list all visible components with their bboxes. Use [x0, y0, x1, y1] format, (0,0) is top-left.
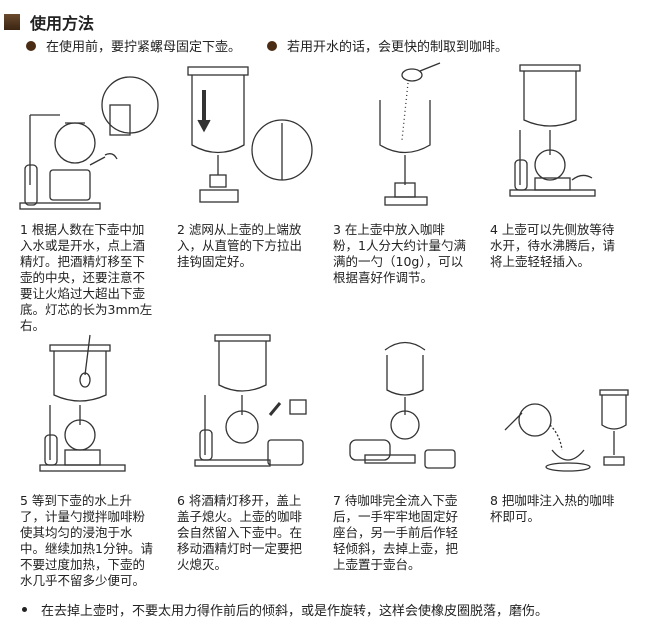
- line: 不要过度加热，下壶的: [20, 557, 146, 572]
- step6-illustration: [180, 334, 330, 485]
- line: 7 待咖啡完全流入下壶: [333, 493, 458, 508]
- step-5-text: 5 等到下壶的水上升了，计量勺搅拌咖啡粉使其均匀的浸泡于水中。继续加热1分钟。请…: [20, 493, 170, 589]
- step5-illustration: [30, 334, 180, 485]
- tip: 若用开水的话，会更快的制取到咖啡。: [267, 36, 508, 55]
- line: 杯即可。: [490, 509, 541, 524]
- line: 将上壶轻轻插入。: [490, 254, 591, 269]
- tip-text: 若用开水的话，会更快的制取到咖啡。: [287, 40, 509, 55]
- step1-illustration: [10, 65, 160, 215]
- line: 水开，待水沸腾后，请: [490, 238, 616, 253]
- line: 底。灯芯的长为3mm左: [20, 302, 153, 317]
- line: 5 等到下壶的水上升: [20, 493, 132, 508]
- line: 8 把咖啡注入热的咖啡: [490, 493, 615, 508]
- line: 后，一手牢牢地固定好: [333, 509, 459, 524]
- bullet-icon: [267, 40, 278, 51]
- line: 盖子熄火。上壶的咖啡: [177, 509, 303, 524]
- bullet-icon: [22, 607, 27, 612]
- step-3-text: 3 在上壶中放入咖啡粉，1人分大约计量勺满满的一勺（10g），可以根据喜好作调节…: [333, 222, 483, 286]
- line: 满的一勺（10g），可以: [333, 254, 464, 269]
- tips: 在使用前，要拧紧螺母固定下壶。 若用开水的话，会更快的制取到咖啡。: [26, 36, 534, 55]
- line: 挂钩固定好。: [177, 254, 253, 269]
- line: 座台，另一手前后作轻: [333, 525, 459, 540]
- line: 4 上壶可以先侧放等待: [490, 222, 615, 237]
- line: 粉，1人分大约计量勺满: [333, 238, 466, 253]
- line: 使其均匀的浸泡于水: [20, 525, 133, 540]
- step4-illustration: [500, 60, 650, 210]
- line: 入水或是开水，点上酒: [20, 238, 146, 253]
- line: 2 滤网从上壶的上端放: [177, 222, 302, 237]
- section-title: 使用方法: [30, 14, 95, 33]
- line: 会自然留入下壶中。在: [177, 525, 303, 540]
- line: 6 将酒精灯移开，盖上: [177, 493, 302, 508]
- line: 上壶置于壶台。: [333, 557, 421, 572]
- step-4-text: 4 上壶可以先侧放等待水开，待水沸腾后，请将上壶轻轻插入。: [490, 222, 640, 270]
- step3-illustration: [340, 62, 490, 215]
- section-header: 使用方法: [4, 10, 94, 34]
- step2-illustration: [170, 65, 320, 215]
- tip: 在使用前，要拧紧螺母固定下壶。: [26, 36, 241, 55]
- line: 了，计量勺搅拌咖啡粉: [20, 509, 146, 524]
- line: 1 根据人数在下壶中加: [20, 222, 145, 237]
- line: 壶的中央，还要注意不: [20, 270, 146, 285]
- step-7-text: 7 待咖啡完全流入下壶后，一手牢牢地固定好座台，另一手前后作轻轻倾斜，去掉上壶，…: [333, 493, 483, 573]
- header-square-icon: [4, 14, 20, 30]
- line: 中。继续加热1分钟。请: [20, 541, 153, 556]
- note-text: 在去掉上壶时，不要太用力得作前后的倾斜，或是作旋转，这样会使橡皮圈脱落，磨伤。: [41, 604, 549, 619]
- line: 根据喜好作调节。: [333, 270, 434, 285]
- footer-note: 在去掉上壶时，不要太用力得作前后的倾斜，或是作旋转，这样会使橡皮圈脱落，磨伤。: [22, 600, 548, 619]
- line: 轻倾斜，去掉上壶，把: [333, 541, 459, 556]
- line: 右。: [20, 318, 46, 333]
- tip-text: 在使用前，要拧紧螺母固定下壶。: [46, 40, 242, 55]
- line: 火熄灭。: [177, 557, 228, 572]
- step-2-text: 2 滤网从上壶的上端放入，从直管的下方拉出挂钩固定好。: [177, 222, 327, 270]
- step-1-text: 1 根据人数在下壶中加入水或是开水，点上酒精灯。把酒精灯移至下壶的中央，还要注意…: [20, 222, 170, 334]
- line: 3 在上壶中放入咖啡: [333, 222, 445, 237]
- step8-illustration: [490, 385, 640, 535]
- line: 精灯。把酒精灯移至下: [20, 254, 146, 269]
- line: 要让火焰过大超出下壶: [20, 286, 146, 301]
- line: 移动酒精灯时一定要把: [177, 541, 303, 556]
- step-8-text: 8 把咖啡注入热的咖啡杯即可。: [490, 493, 640, 525]
- step7-illustration: [345, 335, 495, 485]
- step-6-text: 6 将酒精灯移开，盖上盖子熄火。上壶的咖啡会自然留入下壶中。在移动酒精灯时一定要…: [177, 493, 327, 573]
- bullet-icon: [26, 40, 36, 51]
- line: 水几乎不留多少便可。: [20, 573, 146, 588]
- line: 入，从直管的下方拉出: [177, 238, 303, 253]
